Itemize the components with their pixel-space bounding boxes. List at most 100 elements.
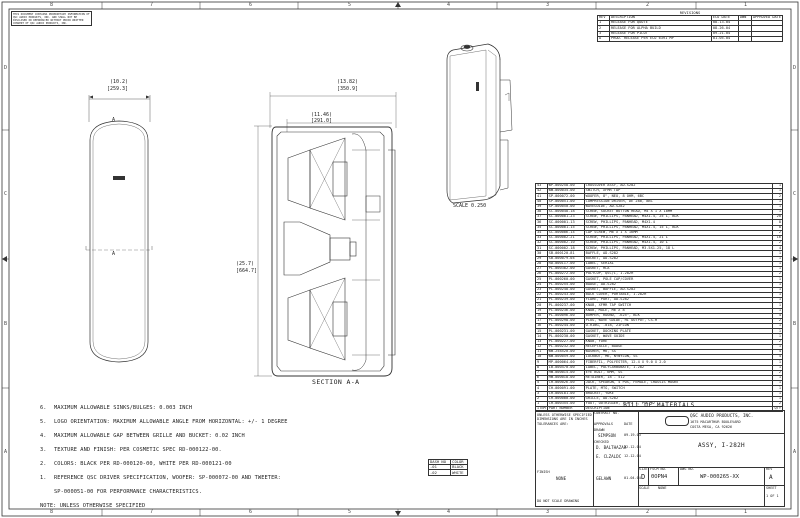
scale-value: NONE xyxy=(658,486,667,490)
bom-header: DESCRIPTION xyxy=(583,406,774,413)
zone-label: 7 xyxy=(150,509,154,515)
proprietary-stamp: THIS DOCUMENT CONTAINS PROPRIETARY INFOR… xyxy=(11,11,92,27)
revision-cell xyxy=(750,35,784,42)
stamp-line: CONSENT OF QSC AUDIO PRODUCTS, INC. xyxy=(13,21,68,25)
manufacturing: GELAWN xyxy=(596,476,612,481)
dim-height-mm: [664.7] xyxy=(236,268,258,274)
checked-by: D. BALTHAZAR xyxy=(596,445,627,450)
dim-side-outer-mm: [350.9] xyxy=(337,86,359,92)
zone-label: 5 xyxy=(348,2,352,8)
dash-cell: -02 xyxy=(427,469,452,476)
size-value: D xyxy=(641,473,646,481)
dim-front-width-mm: [259.3] xyxy=(107,86,129,92)
drawn-date: 09-19-03 xyxy=(624,433,641,437)
title-block: UNLESS OTHERWISE SPECIFIED DIMENSIONS AR… xyxy=(535,410,785,507)
stamp-line: DISCLOSED OR REPRODUCED WITHOUT PRIOR WR… xyxy=(13,18,84,22)
zone-label: 2 xyxy=(646,2,650,8)
checked-date: 12-12-04 xyxy=(624,445,641,449)
note-text: LOGO ORIENTATION: MAXIMUM ALLOWABLE ANGL… xyxy=(54,419,288,425)
zone-label: 7 xyxy=(150,2,154,8)
note-number: 3. xyxy=(40,447,47,453)
zone-label: 8 xyxy=(50,509,54,515)
zone-label: 4 xyxy=(447,2,451,8)
dash-color-table: DASH NO COLOR -01 BLACK -02 WHITE xyxy=(427,458,468,476)
approvals-label: APPROVALS xyxy=(594,422,613,426)
note-number: 6. xyxy=(40,405,47,411)
stamp-line: THIS DOCUMENT CONTAINS PROPRIETARY INFOR… xyxy=(13,12,90,16)
size-label: SIZE xyxy=(639,467,648,471)
zone-label: A xyxy=(4,449,8,455)
note-text: MAXIMUM ALLOWABLE SINKS/BULGES: 0.003 IN… xyxy=(54,405,193,411)
bom-title: BILL OF MATERIALS xyxy=(623,402,695,409)
note-number: 5. xyxy=(40,419,47,425)
dim-side-inner: (11.46) xyxy=(311,112,333,118)
zone-label: C xyxy=(4,191,8,197)
zone-label: B xyxy=(4,321,8,327)
zone-label: 6 xyxy=(249,2,253,8)
zone-label: 1 xyxy=(744,509,748,515)
dwg-label: DWG NO. xyxy=(680,467,695,471)
company-city: COSTA MESA, CA 92626 xyxy=(690,425,733,429)
dwg-number: WP-000265-XX xyxy=(700,474,739,480)
manufacturing-date: 01-04-04 xyxy=(624,476,641,480)
dim-front-width: (10.2) xyxy=(110,79,129,85)
note-number: 4. xyxy=(40,433,47,439)
drawn-by: SIMPSON xyxy=(598,433,616,438)
dim-height: (25.7) xyxy=(236,261,255,267)
bom-header: QTY xyxy=(772,406,783,413)
scale-label: SCALE 0.250 xyxy=(453,203,487,209)
zone-label: 5 xyxy=(348,509,352,515)
revisions-block: REVISIONS REV DESCRIPTION ECO DATE DWN A… xyxy=(597,10,784,42)
note-text: REFERENCE QSC DRIVER SPECIFICATION, WOOF… xyxy=(54,475,281,481)
fscm-label: FSCM NO. xyxy=(650,467,667,471)
zone-label: 3 xyxy=(546,2,550,8)
revision-cell: PROD. RELEASE PER ECO 6391 MP xyxy=(609,35,712,42)
date-label: DATE xyxy=(624,422,633,426)
revision-cell xyxy=(737,35,752,42)
checked-label: CHECKED xyxy=(594,440,609,444)
company-logo xyxy=(665,416,689,426)
section-view xyxy=(254,92,397,377)
sheet-label: SHEET xyxy=(766,486,777,490)
engineer: E. CLZALDC xyxy=(596,454,622,459)
do-not-scale: DO NOT SCALE DRAWING xyxy=(537,499,580,503)
zone-label: 2 xyxy=(646,509,650,515)
stamp-line: QSC AUDIO PRODUCTS, INC. AND SHALL NOT B… xyxy=(13,15,78,19)
note-text: MAXIMUM ALLOWABLE GAP BETWEEN GRILLE AND… xyxy=(54,433,245,439)
note-number: 2. xyxy=(40,461,47,467)
note-text: TEXTURE AND FINISH: PER COSMETIC SPEC RD… xyxy=(54,447,222,453)
zone-label: 3 xyxy=(546,509,550,515)
zone-label: 4 xyxy=(447,509,451,515)
rev-label: REV xyxy=(766,467,773,471)
zone-label: B xyxy=(793,321,797,327)
tolerance-note: UNLESS OTHERWISE SPECIFIED DIMENSIONS AR… xyxy=(537,413,592,421)
zone-label: D xyxy=(793,65,797,71)
contract-label: CONTRACT NO. xyxy=(594,411,620,415)
dim-side-outer: (13.82) xyxy=(337,79,359,85)
note-text: SP-000051-00 FOR PERFORMANCE CHARACTERIS… xyxy=(54,489,203,495)
tolerance-header: TOLERANCES ARE: xyxy=(537,422,569,426)
zone-label: 1 xyxy=(744,2,748,8)
front-view xyxy=(85,95,153,363)
label-a: A xyxy=(112,117,116,123)
company-address: 1675 MACARTHUR BOULEVARD xyxy=(690,420,741,424)
revisions-table: REV DESCRIPTION ECO DATE DWN APPROVED DA… xyxy=(597,14,784,42)
zone-label: D xyxy=(4,65,8,71)
note-number: 1. xyxy=(40,475,47,481)
zone-label: 8 xyxy=(50,2,54,8)
finish-value: NONE xyxy=(556,476,567,481)
dim-side-inner-mm: [291.0] xyxy=(311,118,333,124)
drawn-label: DRAWN xyxy=(594,428,605,432)
zone-label: C xyxy=(793,191,797,197)
revisions-title: REVISIONS xyxy=(679,10,701,15)
zone-label: A xyxy=(793,449,797,455)
note-text: COLORS: BLACK PER RD-000120-00, WHITE PE… xyxy=(54,461,232,467)
label-a: A xyxy=(112,251,116,257)
